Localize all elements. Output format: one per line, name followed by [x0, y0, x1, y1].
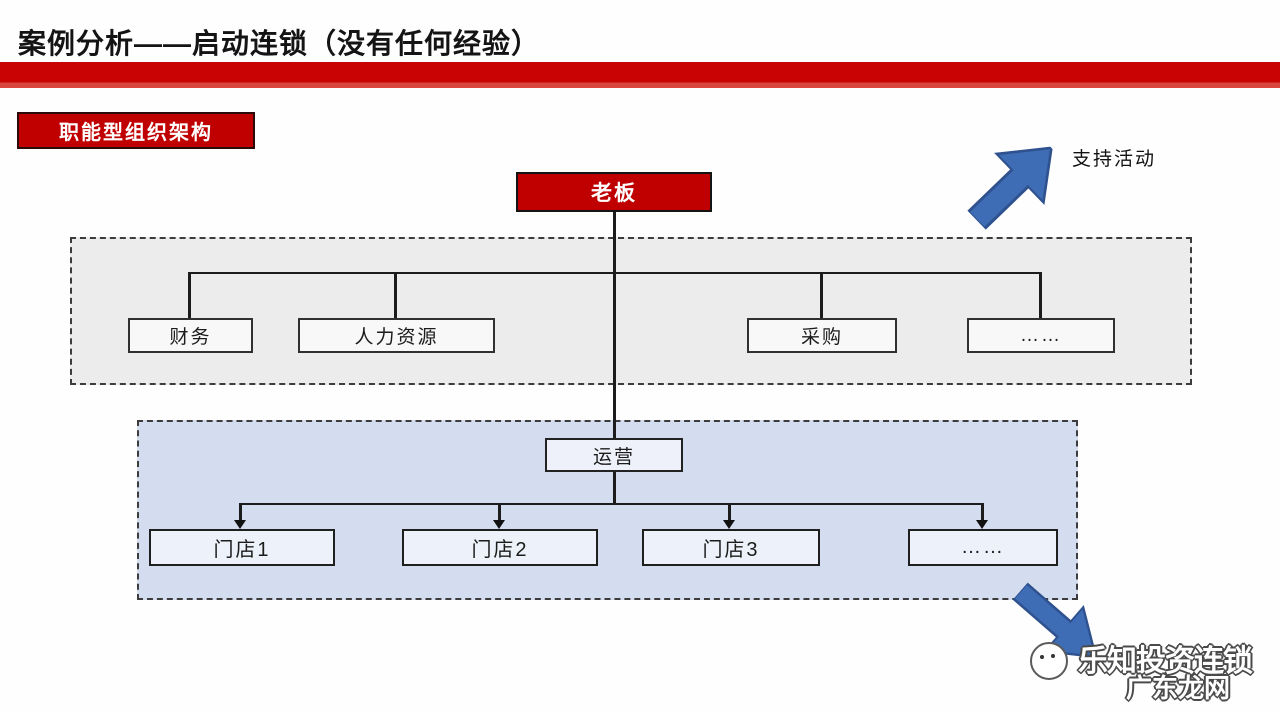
org-node-store-3: 门店3 [642, 529, 820, 566]
store-drop-3 [728, 503, 731, 522]
store-arrowhead-1 [234, 520, 246, 529]
org-node-hr: 人力资源 [298, 318, 495, 353]
org-node-store-1: 门店1 [149, 529, 335, 566]
store-drop-1 [239, 503, 242, 522]
org-node-purchasing: 采购 [747, 318, 897, 353]
operations-stub-line [613, 472, 616, 504]
boss-to-operations-line [613, 212, 616, 441]
page-title: 案例分析——启动连锁（没有任何经验） [18, 28, 541, 59]
stores-direction-arrow-icon [995, 563, 1120, 686]
store-arrowhead-2 [493, 520, 505, 529]
support-drop-more [1039, 272, 1042, 318]
stores-connector-horizontal [240, 503, 983, 505]
support-drop-finance [188, 272, 191, 318]
store-drop-more [981, 503, 984, 522]
org-node-finance: 财务 [128, 318, 253, 353]
org-node-operations: 运营 [545, 438, 683, 472]
watermark-brand-line2: 广东龙网 [1126, 673, 1231, 703]
org-node-support-more: …… [967, 318, 1115, 353]
support-departments-panel [70, 237, 1192, 385]
org-node-store-2: 门店2 [402, 529, 598, 566]
support-activity-label: 支持活动 [1072, 149, 1157, 170]
support-activity-arrow-icon [946, 116, 1082, 252]
org-node-store-more: …… [908, 529, 1058, 566]
mascot-face-icon [1030, 642, 1068, 680]
store-arrowhead-more [976, 520, 988, 529]
watermark-brand-line1: 乐知投资连锁 [1078, 645, 1253, 678]
title-divider-bar [0, 62, 1280, 88]
support-drop-hr [394, 272, 397, 318]
support-connector-horizontal [189, 272, 1042, 274]
store-arrowhead-3 [723, 520, 735, 529]
org-node-boss: 老板 [516, 172, 712, 212]
support-drop-purchasing [820, 272, 823, 318]
store-drop-2 [498, 503, 501, 522]
section-label: 职能型组织架构 [17, 112, 255, 149]
